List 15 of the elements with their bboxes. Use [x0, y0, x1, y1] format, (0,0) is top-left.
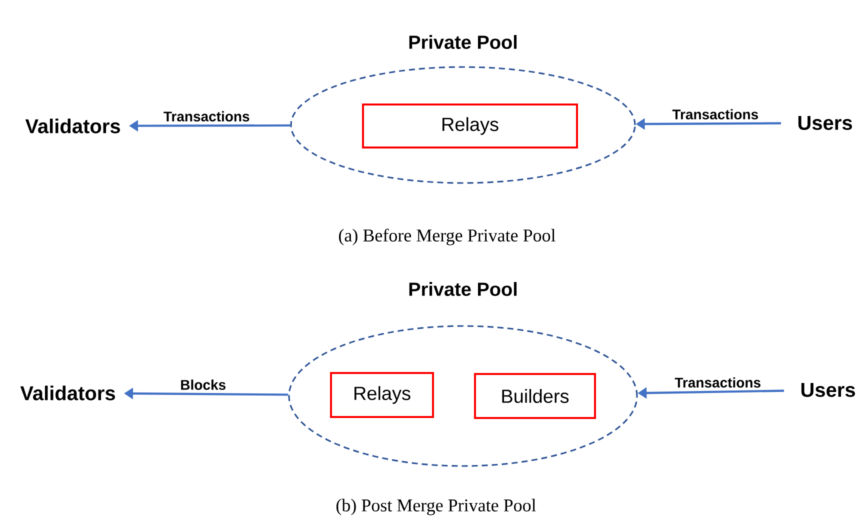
actor-label: Validators — [20, 386, 115, 400]
edge-label: Transactions — [672, 109, 758, 120]
pool-title: Private Pool — [409, 282, 517, 296]
process-box: Builders — [474, 373, 596, 419]
actor-label: Users — [801, 383, 855, 397]
actor-label: Users — [798, 116, 852, 130]
edge-label: Transactions — [164, 111, 250, 122]
pool-title: Private Pool — [409, 35, 517, 49]
subfigure-caption: (b) Post Merge Private Pool — [336, 498, 536, 516]
edge-label: Transactions — [674, 377, 760, 388]
process-box: Relays — [362, 104, 578, 148]
actor-label: Validators — [25, 118, 120, 134]
edge-label: Blocks — [181, 380, 226, 390]
process-box: Relays — [330, 372, 434, 418]
subfigure-caption: (a) Before Merge Private Pool — [339, 228, 556, 246]
